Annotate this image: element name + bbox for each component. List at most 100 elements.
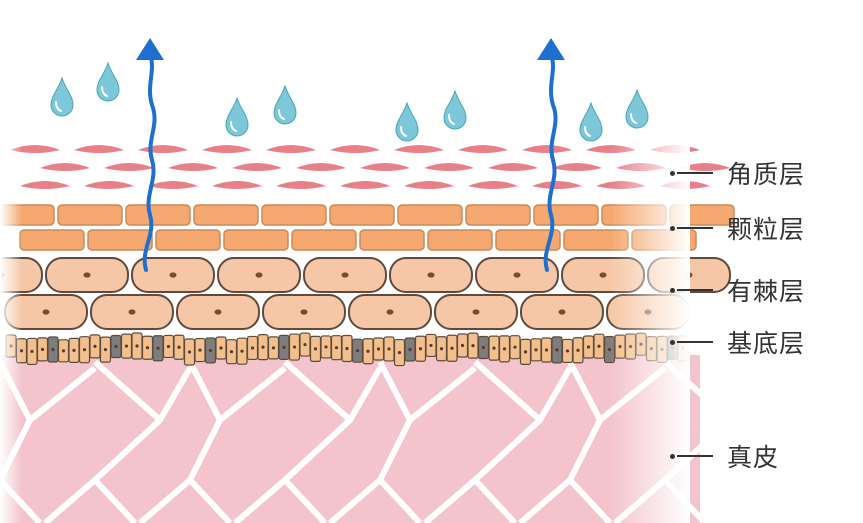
basal-nucleus xyxy=(429,343,433,348)
granular-cell xyxy=(193,204,259,226)
droplet-highlight xyxy=(230,121,237,132)
granular-cell xyxy=(57,204,123,226)
corneocyte-scale xyxy=(296,163,346,171)
water-droplet-icon xyxy=(579,101,603,142)
basal-nucleus xyxy=(345,346,349,351)
corneocyte-scale xyxy=(360,163,410,171)
pointer-dot xyxy=(670,339,675,345)
pointer-line xyxy=(677,227,713,229)
basal-nucleus xyxy=(187,350,192,354)
basal-nucleus xyxy=(198,348,202,352)
droplet-highlight xyxy=(101,86,108,97)
corneocyte-scale xyxy=(330,145,380,153)
corneocyte-scale xyxy=(168,163,218,171)
pointer-dot xyxy=(670,287,675,293)
basal-nucleus xyxy=(313,347,318,351)
granular-cell xyxy=(465,204,531,226)
spinous-nucleus xyxy=(472,309,480,315)
basal-nucleus xyxy=(544,348,549,352)
water-droplet-icon xyxy=(625,88,649,129)
basal-nucleus xyxy=(124,344,129,348)
basal-nucleus xyxy=(292,345,297,349)
water-loss-arrows xyxy=(136,38,565,272)
basal-nucleus xyxy=(450,346,454,350)
basal-nucleus xyxy=(177,345,181,349)
granular-cell xyxy=(427,229,493,251)
basal-nucleus xyxy=(439,347,444,351)
granular-cell xyxy=(125,204,191,226)
corneocyte-scale xyxy=(532,181,582,189)
granular-cell xyxy=(533,204,599,226)
basal-nucleus xyxy=(145,346,150,350)
granular-cell xyxy=(223,229,289,251)
basal-nucleus xyxy=(597,344,601,348)
layer-label-dermis: 真皮 xyxy=(670,441,779,472)
corneocyte-scale xyxy=(148,181,198,189)
layer-label-stratum-granulosum: 颗粒层 xyxy=(670,213,805,244)
pointer-line xyxy=(677,172,713,174)
pointer-line xyxy=(677,455,713,457)
basal-nucleus xyxy=(271,346,276,350)
basal-nucleus xyxy=(61,349,66,353)
basal-nucleus xyxy=(51,347,55,352)
basal-nucleus xyxy=(502,347,507,351)
basal-nucleus xyxy=(576,348,580,352)
water-droplets xyxy=(50,61,649,142)
basal-nucleus xyxy=(513,345,517,349)
layer-label-stratum-corneum: 角质层 xyxy=(670,158,805,189)
water-droplet-icon xyxy=(273,84,297,125)
spinous-nucleus xyxy=(341,272,349,278)
basal-nucleus xyxy=(114,344,118,349)
spinous-nucleus xyxy=(558,309,566,315)
water-droplet-icon xyxy=(96,61,120,102)
corneocyte-scale xyxy=(552,163,602,171)
basal-nucleus xyxy=(156,346,160,350)
corneocyte-scale xyxy=(266,145,316,153)
stratum-corneum-layer xyxy=(10,145,730,189)
up-arrow-head-icon xyxy=(136,38,164,60)
granular-cell xyxy=(495,229,561,251)
basal-nucleus xyxy=(208,348,213,353)
basal-nucleus xyxy=(40,347,45,351)
basal-nucleus xyxy=(219,346,223,350)
basal-nucleus xyxy=(523,350,528,354)
layer-label-text: 有棘层 xyxy=(727,277,806,306)
basal-nucleus xyxy=(82,348,87,352)
layer-label-text: 基底层 xyxy=(727,329,806,358)
granular-cell xyxy=(397,204,463,226)
left-fade xyxy=(0,130,22,523)
basal-nucleus xyxy=(376,347,381,351)
spinous-nucleus xyxy=(255,272,263,278)
granular-cell xyxy=(329,204,395,226)
corneocyte-scale xyxy=(394,145,444,153)
basal-nucleus xyxy=(72,348,76,352)
spinous-nucleus xyxy=(513,272,521,278)
corneocyte-scale xyxy=(138,145,188,153)
corneocyte-scale xyxy=(404,181,454,189)
droplet-highlight xyxy=(55,101,62,112)
basal-nucleus xyxy=(334,346,339,350)
spinous-nucleus xyxy=(300,309,308,315)
corneocyte-scale xyxy=(40,163,90,171)
corneocyte-scale xyxy=(680,163,730,171)
droplet-highlight xyxy=(278,109,285,120)
basal-nucleus xyxy=(492,346,496,350)
basal-nucleus xyxy=(303,342,307,347)
basal-nucleus xyxy=(534,348,538,352)
corneocyte-scale xyxy=(232,163,282,171)
basal-nucleus xyxy=(261,345,265,349)
droplet-highlight xyxy=(400,126,407,137)
basal-nucleus xyxy=(471,344,475,348)
corneocyte-scale xyxy=(84,181,134,189)
corneocyte-scale xyxy=(10,145,60,153)
spinous-nucleus xyxy=(83,272,91,278)
basal-nucleus xyxy=(282,345,286,349)
corneocyte-scale xyxy=(202,145,252,153)
spinous-nucleus xyxy=(42,309,50,315)
basal-nucleus xyxy=(240,349,244,353)
water-droplet-icon xyxy=(50,76,74,117)
dermis-background xyxy=(0,355,700,523)
corneocyte-scale xyxy=(276,181,326,189)
spinous-nucleus xyxy=(128,309,136,315)
pointer-dot xyxy=(670,453,675,459)
